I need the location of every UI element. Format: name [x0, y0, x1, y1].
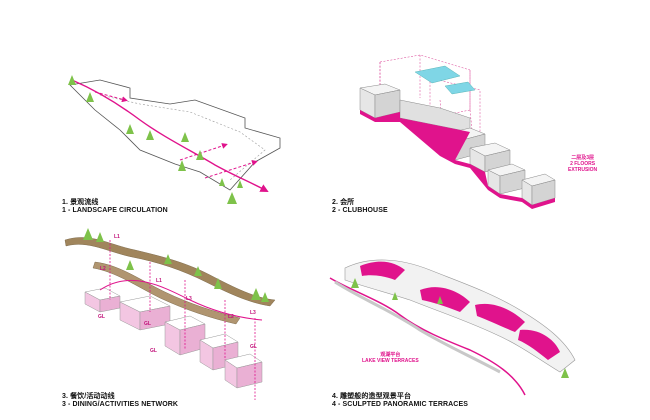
terrace-slab: [344, 259, 576, 373]
note-extrusion: 二层及3层 2 FLOORS EXTRUSION: [568, 155, 598, 173]
caption-en: 3 - DINING/ACTIVITIES NETWORK: [62, 401, 179, 408]
circulation-arrow-a: [94, 91, 128, 103]
dining-blocks: [84, 287, 263, 389]
caption-zh: 3. 餐饮/活动动线: [62, 393, 115, 400]
caption-sculpted-terraces: 4. 雕塑般的造型观景平台 4 - SCULPTED PANORAMIC TER…: [332, 393, 468, 409]
circulation-arrow-b: [179, 143, 228, 161]
pool-lower: [444, 81, 476, 95]
circulation-arrow-c: [204, 160, 258, 179]
tree-icons: [68, 75, 243, 204]
caption-zh: 2. 会所: [332, 199, 355, 206]
clubhouse-blocks: [359, 83, 556, 206]
path-label: L2: [228, 314, 234, 320]
caption-en: 4 - SCULPTED PANORAMIC TERRACES: [332, 401, 468, 408]
caption-en: 1 - LANDSCAPE CIRCULATION: [62, 207, 168, 214]
terrace-edge-line: [329, 277, 526, 396]
panel-3-dining-network: L1 L2 L3 GL GL GL GL L1 L2 L3: [64, 228, 276, 400]
terrace-shadow: [334, 280, 501, 374]
caption-zh: 4. 雕塑般的造型观景平台: [332, 393, 412, 400]
tree-icons: [351, 278, 569, 378]
panel-4-sculpted-terraces: [329, 259, 576, 396]
panel-1-landscape-circulation: [68, 75, 281, 204]
caption-landscape-circulation: 1. 景观流线 1 - LANDSCAPE CIRCULATION: [62, 199, 168, 215]
path-label: L3: [186, 296, 192, 302]
terrace-magenta-d: [518, 329, 560, 360]
path-label: L2: [100, 266, 106, 272]
level-links: [99, 240, 263, 400]
panel-2-clubhouse: [359, 54, 556, 209]
path-label: GL: [150, 348, 157, 354]
magenta-base: [360, 110, 555, 209]
path-label: GL: [144, 321, 151, 327]
caption-clubhouse: 2. 会所 2 - CLUBHOUSE: [332, 199, 388, 215]
terrace-magenta-a: [360, 261, 405, 280]
terrain-ribbon-top: [64, 237, 276, 307]
circulation-arrow-main: [71, 79, 269, 192]
pool-upper: [414, 65, 461, 84]
path-label: L1: [156, 278, 162, 284]
note-lake-view: 观湖平台 LAKE VIEW TERRACES: [362, 352, 419, 364]
path-label: GL: [98, 314, 105, 320]
terrace-magenta-c: [475, 303, 525, 332]
path-label: L3: [250, 310, 256, 316]
caption-zh: 1. 景观流线: [62, 199, 99, 206]
path-label: L1: [114, 234, 120, 240]
caption-dining-network: 3. 餐饮/活动动线 3 - DINING/ACTIVITIES NETWORK: [62, 393, 178, 409]
caption-en: 2 - CLUBHOUSE: [332, 207, 388, 214]
path-label: GL: [250, 344, 257, 350]
terrace-magenta-b: [420, 287, 470, 312]
tree-icons: [83, 228, 269, 302]
footprint-outline: [69, 79, 281, 191]
